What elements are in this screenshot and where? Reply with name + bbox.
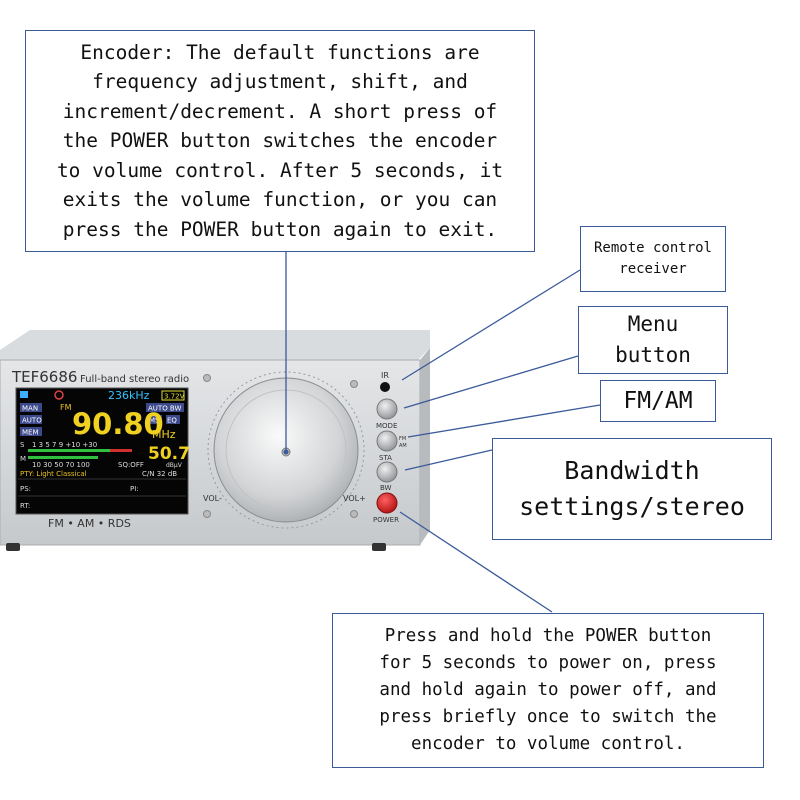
step-readout: 236kHz: [108, 389, 150, 402]
am-label: AM: [399, 443, 407, 449]
m-meter-label: M: [20, 455, 26, 463]
ps-readout: PS:: [20, 485, 31, 493]
badge-man: MAN: [22, 405, 38, 413]
badge-auto: AUTO: [22, 417, 42, 425]
ir-callout: Remote control receiver: [580, 226, 726, 292]
power-label: POWER: [373, 516, 399, 524]
power-callout: Press and hold the POWER button for 5 se…: [332, 613, 764, 768]
auto-bw-badge: AUTO BW: [148, 405, 181, 413]
battery-readout: 3.72V: [164, 393, 185, 401]
brand-label: TEF6686: [11, 368, 77, 386]
s-meter-label: S: [20, 441, 25, 449]
ms-badge: MS: [149, 417, 160, 425]
fmam-connector: [407, 404, 601, 438]
power-connector: [399, 511, 553, 613]
foot-right: [372, 543, 386, 551]
ir-connector: [401, 269, 581, 381]
badge-mem: MEM: [22, 429, 39, 437]
cn-readout: C/N 32 dB: [142, 470, 177, 478]
encoder-callout: Encoder: The default functions are frequ…: [25, 30, 535, 252]
bandwidth-callout: Bandwidth settings/stereo: [492, 438, 772, 540]
squelch-readout: SQ:OFF: [118, 461, 144, 469]
sta-label: STA: [379, 454, 392, 462]
power-button[interactable]: [376, 492, 398, 514]
modes-label: FM • AM • RDS: [48, 517, 131, 530]
signal-level-readout: 50.7: [148, 444, 190, 464]
bw-connector: [404, 449, 493, 471]
fmam-button[interactable]: [376, 430, 398, 452]
subtitle-label: Full-band stereo radio: [80, 374, 189, 385]
eq-badge: EQ: [167, 417, 177, 425]
ir-label: IR: [381, 371, 389, 380]
signal-level-unit: dBµV: [166, 462, 183, 469]
fm-label: FM: [399, 436, 406, 442]
ir-receiver: [380, 382, 390, 392]
m-meter-scale: 10 30 50 70 100: [32, 461, 90, 469]
vol-plus-label: VOL+: [343, 494, 366, 503]
frequency-readout: 90.80: [72, 407, 164, 441]
case-top: [0, 330, 430, 368]
pi-readout: PI:: [130, 485, 139, 493]
power-status-icon: [54, 390, 64, 400]
menu-connector: [403, 355, 579, 409]
band-label: FM: [60, 403, 72, 412]
bw-label: BW: [380, 484, 392, 492]
foot-left: [6, 543, 20, 551]
s-meter-scale: 1 3 5 7 9 +10 +30: [32, 441, 97, 449]
radio-device: TEF6686 Full-band stereo radio 236kHz 3.…: [0, 330, 430, 551]
fmam-callout: FM/AM: [600, 380, 716, 422]
bw-button[interactable]: [376, 461, 398, 483]
menu-button[interactable]: [376, 398, 398, 420]
vol-minus-label: VOL-: [203, 494, 222, 503]
rt-readout: RT:: [20, 502, 30, 510]
mode-label: MODE: [376, 422, 397, 430]
menu-callout: Menu button: [578, 306, 728, 374]
pty-readout: PTY: Light Classical: [20, 470, 87, 478]
battery-icon: [161, 390, 185, 401]
display-screen: 236kHz 3.72V MAN AUTO MEM FM AUTO BW MS …: [15, 387, 190, 515]
frequency-unit: MHz: [152, 428, 176, 441]
